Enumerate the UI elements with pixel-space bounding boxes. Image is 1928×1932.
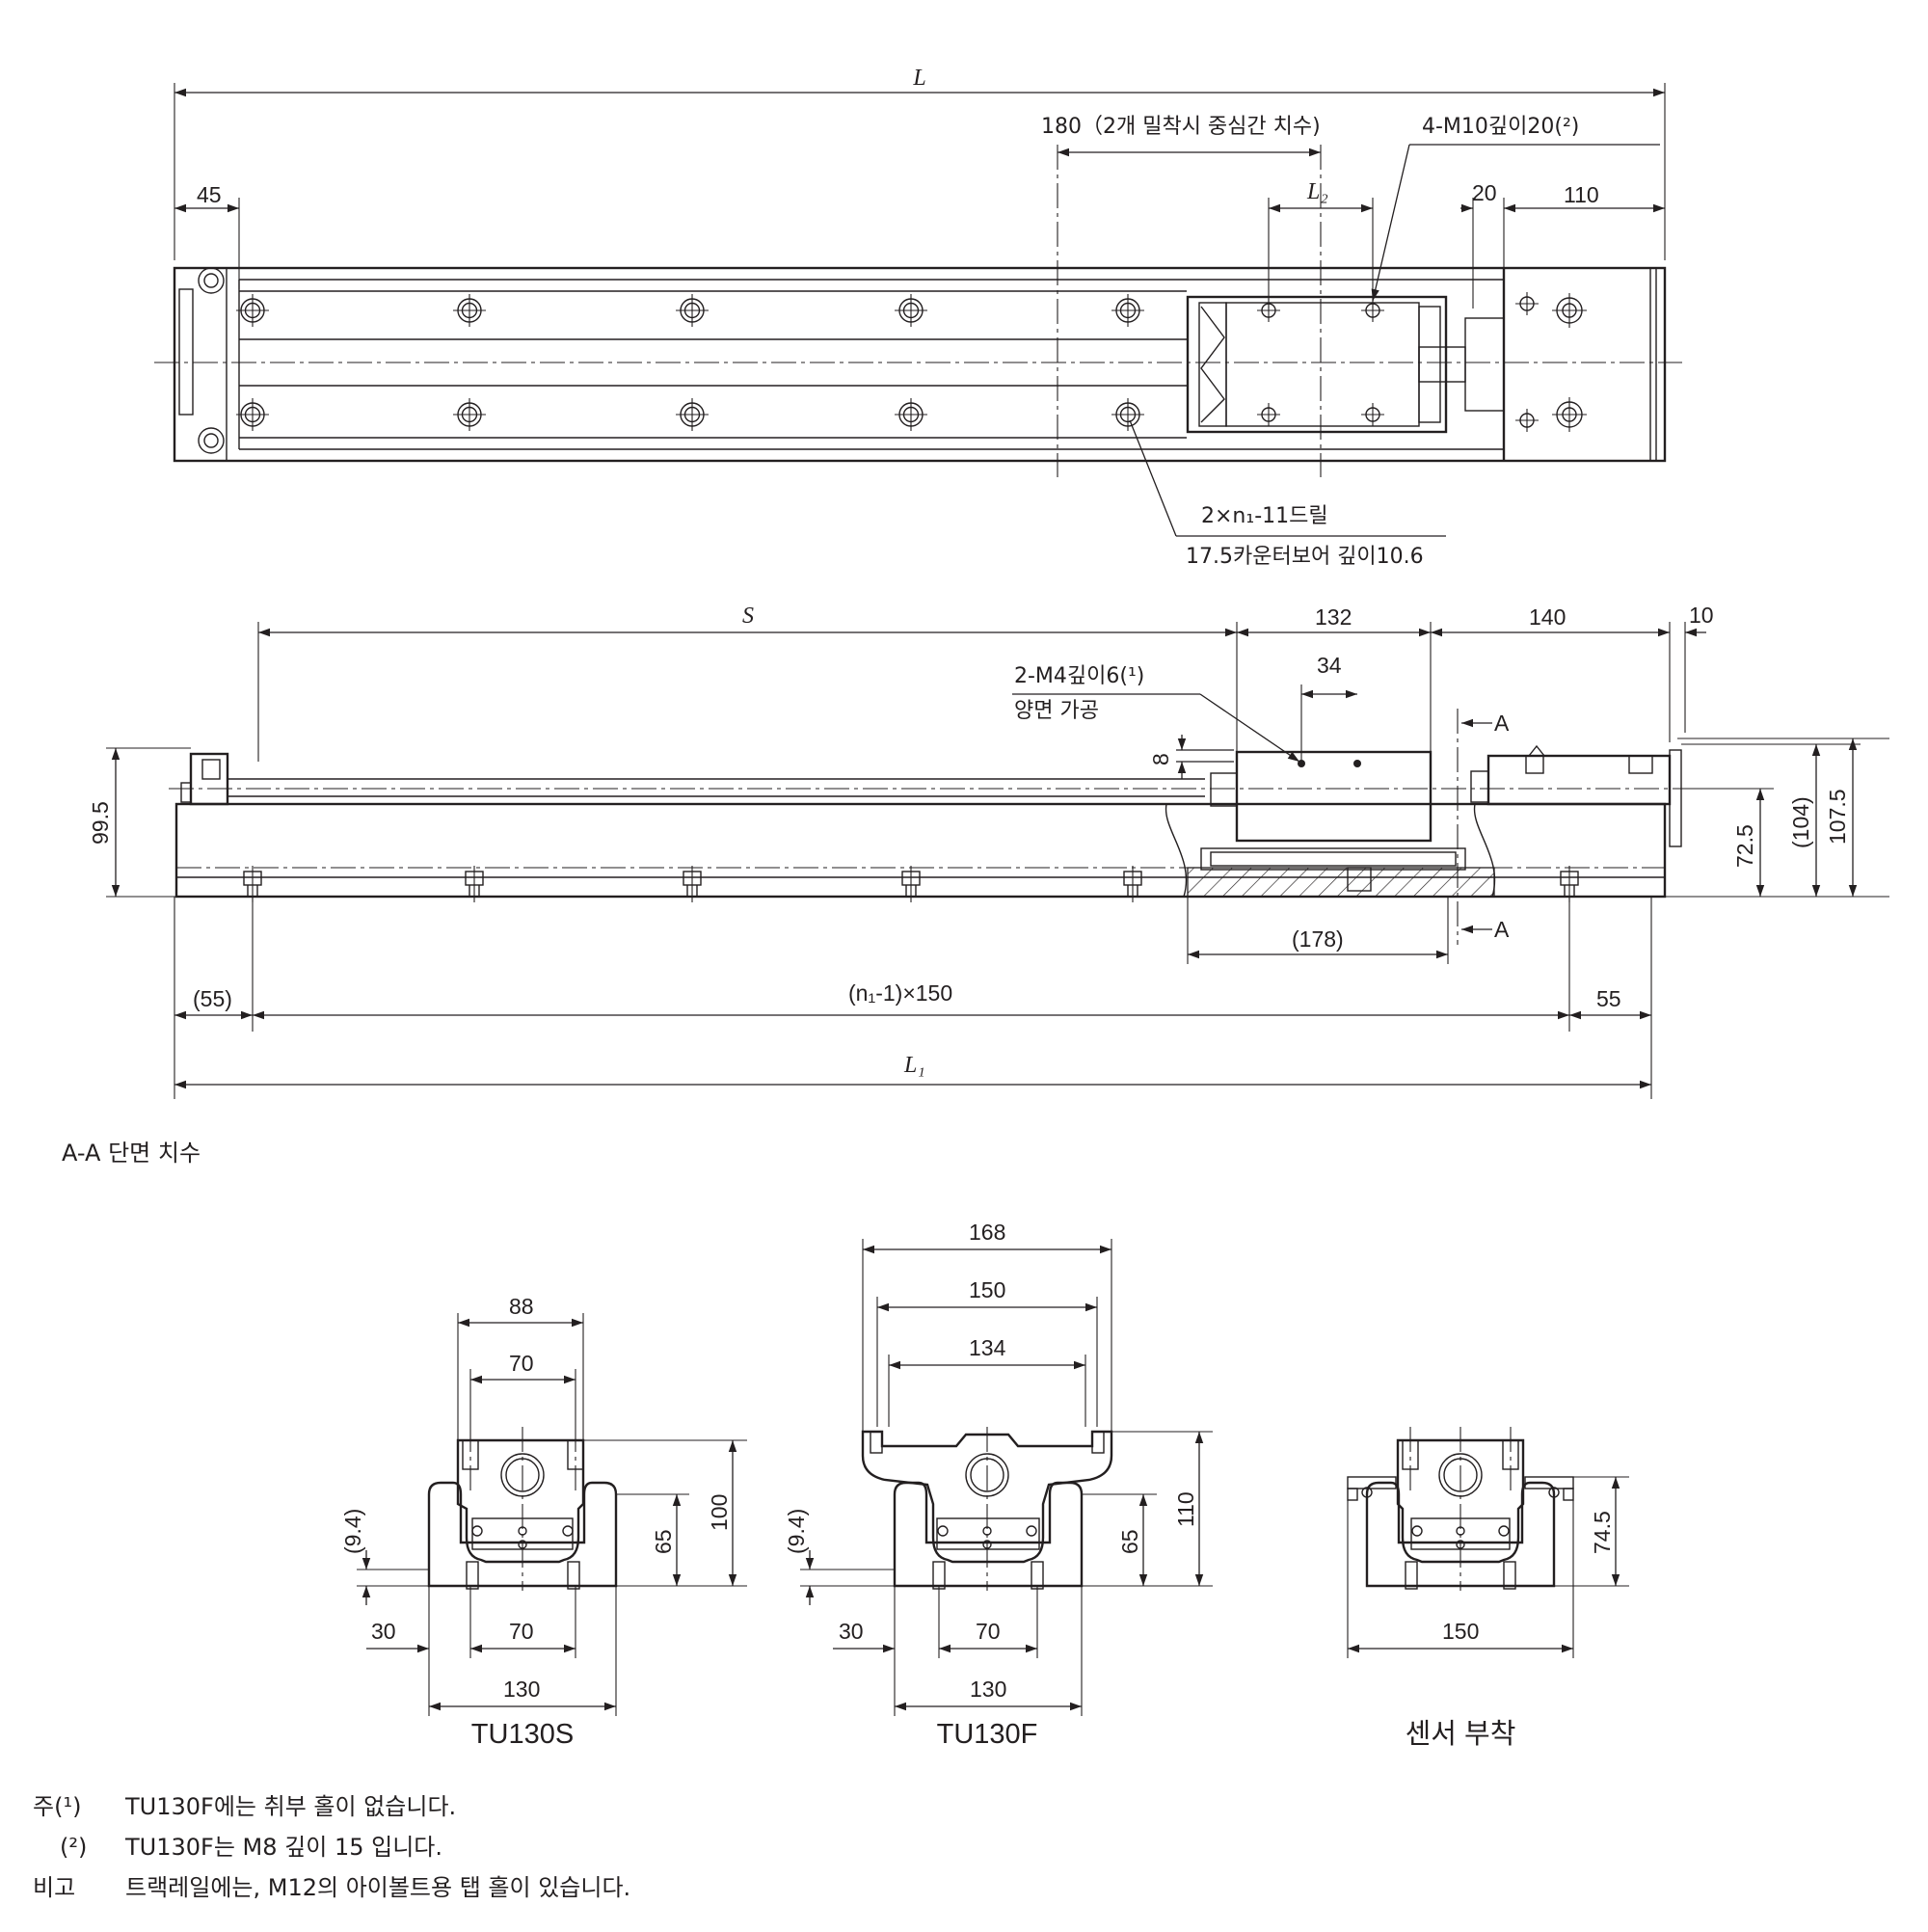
dim-130: 130: [970, 1677, 1006, 1702]
section-sensor: 74.5 150 센서 부착: [1347, 1427, 1629, 1750]
dim-100: 100: [707, 1494, 732, 1531]
section-mark-top: A: [1494, 711, 1510, 736]
section-tu130s: 88 70 100 65 (9.4) 30 70 130 TU130S: [340, 1294, 747, 1750]
dim-S: S: [742, 604, 754, 629]
section-sensor-name: 센서 부착: [1406, 1718, 1516, 1750]
dim-L: L: [912, 66, 925, 91]
callout-tap-holes: 4-M10깊이20(²): [1422, 115, 1579, 139]
drill-callout-line2: 17.5카운터보어 깊이10.6: [1186, 545, 1424, 569]
dim-180: 180（2개 밀착시 중심간 치수): [1041, 115, 1321, 139]
section-tu130f: 168 150 134 110 65 (9.4) 30 70 130 TU130…: [784, 1220, 1213, 1750]
dim-70-bottom: 70: [509, 1619, 534, 1644]
note-1-mark: 주(¹): [33, 1793, 81, 1820]
side-view: S 132 140 10 34 2-M4깊이6(¹) 양면 가공 8 A A: [88, 603, 1889, 1099]
dim-104: (104): [1788, 796, 1813, 848]
dim-168: 168: [969, 1220, 1005, 1245]
dim-L1: L₁: [903, 1053, 925, 1078]
dim-150: 150: [1442, 1619, 1479, 1644]
dim-pitch: (n₁-1)×150: [848, 980, 952, 1006]
dim-30: 30: [839, 1619, 864, 1644]
dim-88: 88: [509, 1294, 534, 1319]
dim-140: 140: [1529, 604, 1566, 630]
note-2-mark: (²): [60, 1834, 87, 1861]
dim-65: 65: [651, 1529, 676, 1554]
dim-74-5: 74.5: [1590, 1511, 1615, 1554]
dim-70: 70: [976, 1619, 1001, 1644]
dim-65: 65: [1117, 1529, 1142, 1554]
dim-10: 10: [1689, 603, 1714, 628]
dim-55-left: (55): [193, 986, 232, 1011]
dim-110: 110: [1173, 1491, 1198, 1527]
notes: 주(¹) TU130F에는 취부 홀이 없습니다. (²) TU130F는 M8…: [33, 1793, 630, 1901]
section-tu130s-name: TU130S: [471, 1719, 574, 1750]
dim-9-4: (9.4): [784, 1509, 809, 1554]
dim-150: 150: [969, 1277, 1005, 1302]
dim-70-top: 70: [509, 1351, 534, 1376]
dim-8: 8: [1148, 753, 1173, 765]
dim-9-4: (9.4): [340, 1509, 365, 1554]
dim-45: 45: [197, 182, 222, 207]
section-mark-bottom: A: [1494, 917, 1510, 942]
dim-134: 134: [969, 1335, 1006, 1360]
dim-34: 34: [1317, 653, 1342, 678]
callout-m4-line1: 2-M4깊이6(¹): [1014, 664, 1144, 688]
section-title: A-A 단면 치수: [62, 1140, 201, 1167]
dim-55-right: 55: [1596, 986, 1621, 1011]
dim-178: (178): [1292, 926, 1344, 952]
dim-20: 20: [1472, 180, 1497, 205]
dim-132: 132: [1315, 604, 1352, 630]
top-view: L 180（2개 밀착시 중심간 치수) 4-M10깊이20(²) L₂ 45 …: [154, 66, 1682, 569]
note-2-text: TU130F는 M8 깊이 15 입니다.: [124, 1834, 442, 1861]
note-3-text: 트랙레일에는, M12의 아이볼트용 탭 홀이 있습니다.: [125, 1874, 630, 1901]
dim-130: 130: [503, 1677, 540, 1702]
dim-L2: L₂: [1306, 179, 1328, 204]
callout-m4-line2: 양면 가공: [1014, 699, 1099, 723]
drill-callout-line1: 2×n₁-11드릴: [1201, 504, 1328, 528]
section-tu130f-name: TU130F: [937, 1719, 1038, 1750]
dim-72-5: 72.5: [1732, 824, 1757, 868]
dim-107-5: 107.5: [1825, 789, 1850, 845]
dim-110: 110: [1564, 182, 1599, 207]
note-3-mark: 비고: [33, 1874, 75, 1901]
dim-30: 30: [371, 1619, 396, 1644]
note-1-text: TU130F에는 취부 홀이 없습니다.: [124, 1793, 456, 1820]
dim-99-5: 99.5: [88, 801, 113, 845]
